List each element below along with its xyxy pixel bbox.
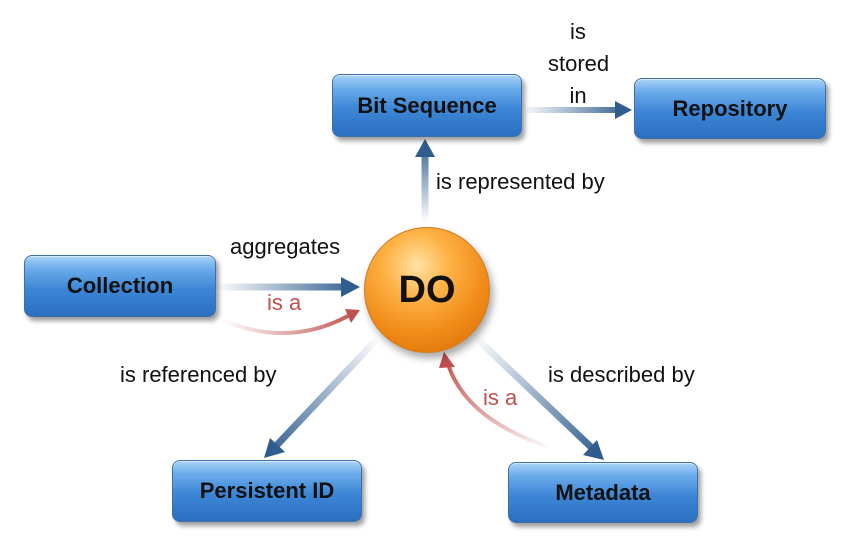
node-collection: Collection: [24, 255, 216, 317]
label-collection-is-a: is a: [267, 290, 302, 315]
label-represented-by: is represented by: [436, 169, 605, 194]
label-aggregates: aggregates: [230, 234, 341, 259]
arrow-collection-is-a: [221, 309, 360, 335]
label-metadata-is-a: is a: [483, 385, 518, 410]
node-repository: Repository: [634, 78, 826, 139]
label-stored-in: is stored in: [548, 19, 610, 108]
node-bit-sequence: Bit Sequence: [332, 74, 522, 137]
arrow-stored-in: [522, 101, 632, 119]
node-digital-object: DO: [364, 227, 490, 353]
label-referenced-by: is referenced by: [120, 362, 277, 387]
arrow-described-by: [471, 333, 604, 460]
arrow-aggregates: [216, 277, 360, 297]
arrow-represented-by: [415, 139, 435, 222]
node-persistent-id: Persistent ID: [172, 460, 362, 522]
arrow-metadata-is-a: [439, 352, 553, 450]
node-metadata: Metadata: [508, 462, 698, 523]
label-described-by: is described by: [548, 362, 695, 387]
arrow-referenced-by: [264, 335, 381, 458]
